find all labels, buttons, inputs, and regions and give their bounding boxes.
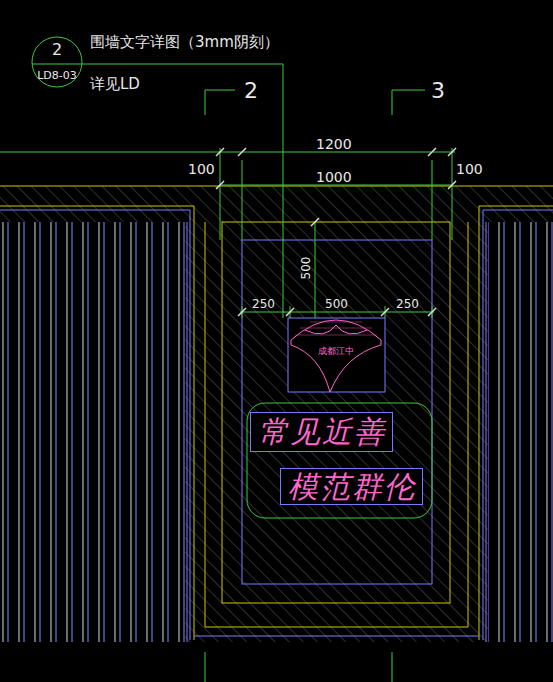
logo-emblem: 成都江中 — [291, 343, 381, 359]
inscription-text: 模范群伦 — [288, 472, 416, 502]
sheet-reference: LD8-03 — [37, 70, 77, 81]
inscription-text: 常见近善 — [258, 417, 386, 447]
dimension: 1200 — [316, 137, 352, 151]
section-marker: 3 — [431, 80, 445, 102]
inscription-box: 常见近善 — [250, 412, 393, 452]
dimension: 100 — [188, 162, 215, 176]
inscription-box: 模范群伦 — [280, 468, 423, 505]
callout-circle: 2LD8-03 — [32, 37, 82, 87]
callout-number: 2 — [52, 42, 62, 58]
section-marker: 2 — [244, 80, 258, 102]
dimension: 1000 — [316, 170, 352, 184]
inscription-text: 成都江中 — [318, 347, 354, 356]
dimension: 500 — [300, 257, 312, 280]
detail-title: 围墙文字详图（3mm阴刻） — [90, 35, 279, 50]
dimension: 250 — [396, 298, 419, 310]
dimension: 500 — [325, 298, 348, 310]
dimension: 100 — [456, 162, 483, 176]
reference-note: 详见LD — [90, 77, 140, 92]
dimension: 250 — [252, 298, 275, 310]
